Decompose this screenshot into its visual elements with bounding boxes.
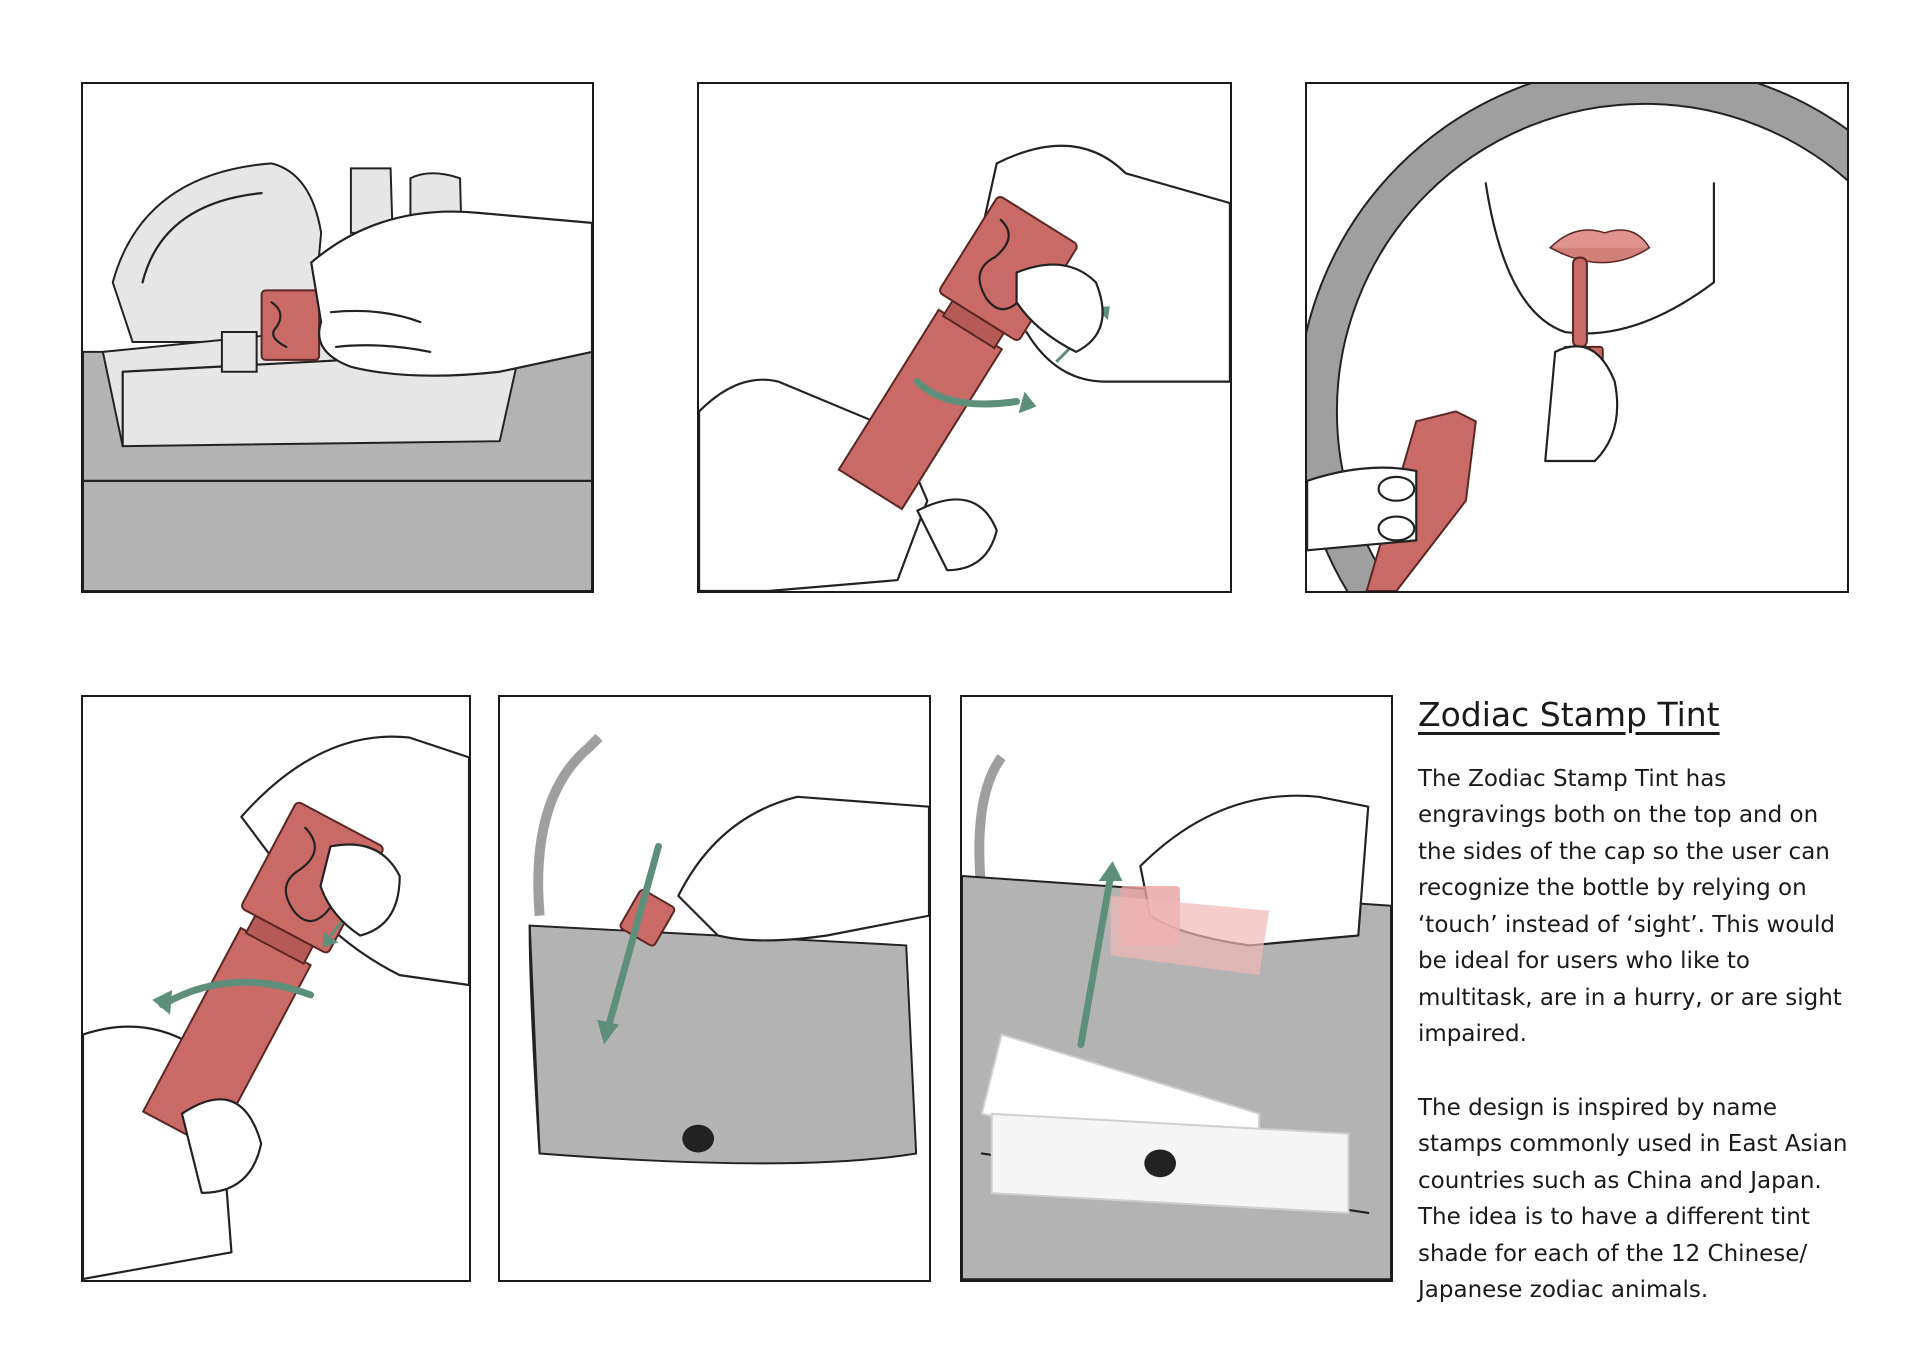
storyboard-panel-4 [81,695,471,1282]
storyboard-panel-2 [697,82,1232,593]
description-paragraph-1: The Zodiac Stamp Tint has engravings bot… [1418,765,1842,1048]
finding-bottle-by-touch-icon [962,754,1391,1280]
dropping-bottle-in-purse-icon [528,733,929,1165]
description-column: Zodiac Stamp Tint The Zodiac Stamp Tint … [1418,695,1858,1346]
storyboard-panel-5 [498,695,931,1282]
applying-tint-in-mirror-icon [1307,84,1847,591]
hand-twisting-cap-closed-icon [83,735,469,1280]
product-title: Zodiac Stamp Tint [1418,695,1720,734]
hand-grabbing-bottle-from-pouch-icon [83,162,592,591]
storyboard-panel-6 [960,695,1393,1282]
storyboard-panel-3 [1305,82,1849,593]
storyboard-panel-1 [81,82,594,593]
hand-twisting-cap-open-icon [699,144,1230,591]
description-paragraph-2: The design is inspired by name stamps co… [1418,1094,1848,1304]
